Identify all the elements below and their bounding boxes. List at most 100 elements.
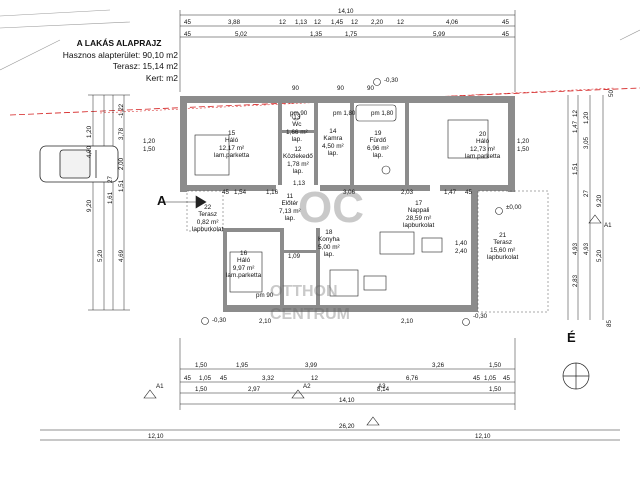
dim: 3,99 xyxy=(305,362,318,369)
room-area: 28,59 m² xyxy=(406,214,432,222)
vdim: 27 xyxy=(107,176,114,183)
dim: 1,05 xyxy=(199,375,212,382)
terrace-area xyxy=(477,190,549,313)
room-area: 4,50 m² xyxy=(322,142,344,150)
dim: 1,13 xyxy=(293,180,306,187)
room-16: 16 Háló 9,97 m² lam.parketta xyxy=(226,250,261,280)
dim: 45 xyxy=(502,19,509,26)
room-12: 12 Közlekedő 1,78 m² lap. xyxy=(283,146,313,176)
top-overall-dim: 14,10 xyxy=(338,8,354,15)
dim: 1,09 xyxy=(288,253,301,260)
vdim: 4,00 xyxy=(86,145,93,158)
level-label: -0,30 xyxy=(384,77,399,84)
room-number: 18 xyxy=(325,229,333,236)
room-floor: lap. xyxy=(323,251,334,259)
dim: 1,47 xyxy=(444,189,457,196)
level-label: -0,30 xyxy=(473,313,488,320)
site-half-dim: 12,10 xyxy=(475,433,491,440)
vdim: 3,78 xyxy=(118,127,125,140)
dim: 90 xyxy=(337,85,344,92)
dim: 12 xyxy=(397,19,404,26)
vdim: 5,20 xyxy=(596,249,603,262)
dim: 3,06 xyxy=(343,189,356,196)
dim: 5,99 xyxy=(433,31,446,38)
room-name: Wc xyxy=(292,121,302,129)
room-area: 1,66 m² xyxy=(286,128,308,136)
room-17: 17 Nappali 28,59 m² lapburkolat xyxy=(403,200,434,230)
useful-area: Hasznos alapterület: 90,10 m2 xyxy=(62,49,178,60)
dim: 45 xyxy=(502,31,509,38)
room-floor: lapburkolat xyxy=(192,226,224,234)
section-label-a: A xyxy=(157,193,167,208)
room-number: 22 xyxy=(204,204,212,211)
room-area: 5,00 m² xyxy=(318,243,340,251)
vdim: 12 xyxy=(572,110,579,117)
vdim: 1,20 xyxy=(583,111,590,124)
bathtub-icon xyxy=(355,104,397,122)
room-21: 21 Terasz 15,60 m² lapburkolat xyxy=(487,232,518,262)
dim: 2,20 xyxy=(371,19,384,26)
room-area: 0,82 m² xyxy=(196,218,219,226)
north-arrow-icon xyxy=(562,362,590,390)
dim: 12 xyxy=(279,19,286,26)
section-a3: A3 xyxy=(378,383,386,390)
room-name: Kamra xyxy=(323,135,343,143)
room-floor: lam.parketta xyxy=(465,153,501,161)
room-name: Közlekedő xyxy=(283,153,313,161)
dim: 1,50 xyxy=(517,146,530,153)
toilet-icon xyxy=(291,111,301,121)
room-number: 17 xyxy=(415,200,423,207)
vdim: 27 xyxy=(583,190,590,197)
room-number: 11 xyxy=(286,193,294,200)
dim: 8,14 xyxy=(377,386,390,393)
title-block: A LAKÁS ALAPRAJZ Hasznos alapterület: 90… xyxy=(60,38,178,84)
vdim: 2,00 xyxy=(118,157,125,170)
dim: 12 xyxy=(351,19,358,26)
dim: 12 xyxy=(314,19,321,26)
section-a1-right: A1 xyxy=(604,222,612,229)
room-area: 12,73 m² xyxy=(469,145,496,153)
vdim: 3,05 xyxy=(583,136,590,149)
dim: 1,05 xyxy=(484,375,497,382)
room-floor: lap. xyxy=(291,136,302,144)
dim: 2,03 xyxy=(401,189,414,196)
dim: 1,50 xyxy=(489,386,502,393)
room-number: 20 xyxy=(479,131,487,138)
room-floor: lam.parketta xyxy=(214,152,250,160)
vdim: 50 xyxy=(608,90,615,97)
dim: 1,50 xyxy=(195,386,208,393)
room-name: Konyha xyxy=(318,236,340,244)
dim: 45 xyxy=(503,375,510,382)
room-11: 11 Előtér 7,13 m² lap. xyxy=(279,193,301,223)
room-area: 7,13 m² xyxy=(279,207,301,215)
level-marker-icon xyxy=(201,78,503,326)
room-floor: lap. xyxy=(284,215,295,223)
room-floor: lap. xyxy=(372,152,383,160)
house-walls xyxy=(180,96,515,312)
dim: 45 xyxy=(220,375,227,382)
site-half-dim: 12,10 xyxy=(148,433,164,440)
dim: 3,26 xyxy=(432,362,445,369)
room-13: 13 Wc 1,66 m² lap. xyxy=(286,114,308,144)
dim: pm 1,80 xyxy=(371,110,394,117)
room-area: 9,97 m² xyxy=(232,264,255,272)
dim: 1,50 xyxy=(195,362,208,369)
vdim: 2,83 xyxy=(572,274,579,287)
dim: 1,20 xyxy=(517,138,530,145)
room-number: 13 xyxy=(293,114,301,121)
plan-title: A LAKÁS ALAPRAJZ xyxy=(76,38,162,48)
watermark-logo: OC xyxy=(298,183,364,232)
dim: 12 xyxy=(311,375,318,382)
room-area: 6,96 m² xyxy=(367,144,389,152)
room-name: Háló xyxy=(237,257,251,265)
room-name: Háló xyxy=(476,138,490,146)
dim: 2,97 xyxy=(248,386,261,393)
bottom-overall-dim: 14,10 xyxy=(339,397,355,404)
room-area: 1,78 m² xyxy=(287,160,309,168)
vdim: 1,61 xyxy=(107,191,114,204)
site-lines xyxy=(0,9,640,71)
dim: 45 xyxy=(184,31,191,38)
vdim: 4,93 xyxy=(572,242,579,255)
room-14: 14 Kamra 4,50 m² lap. xyxy=(322,128,344,158)
